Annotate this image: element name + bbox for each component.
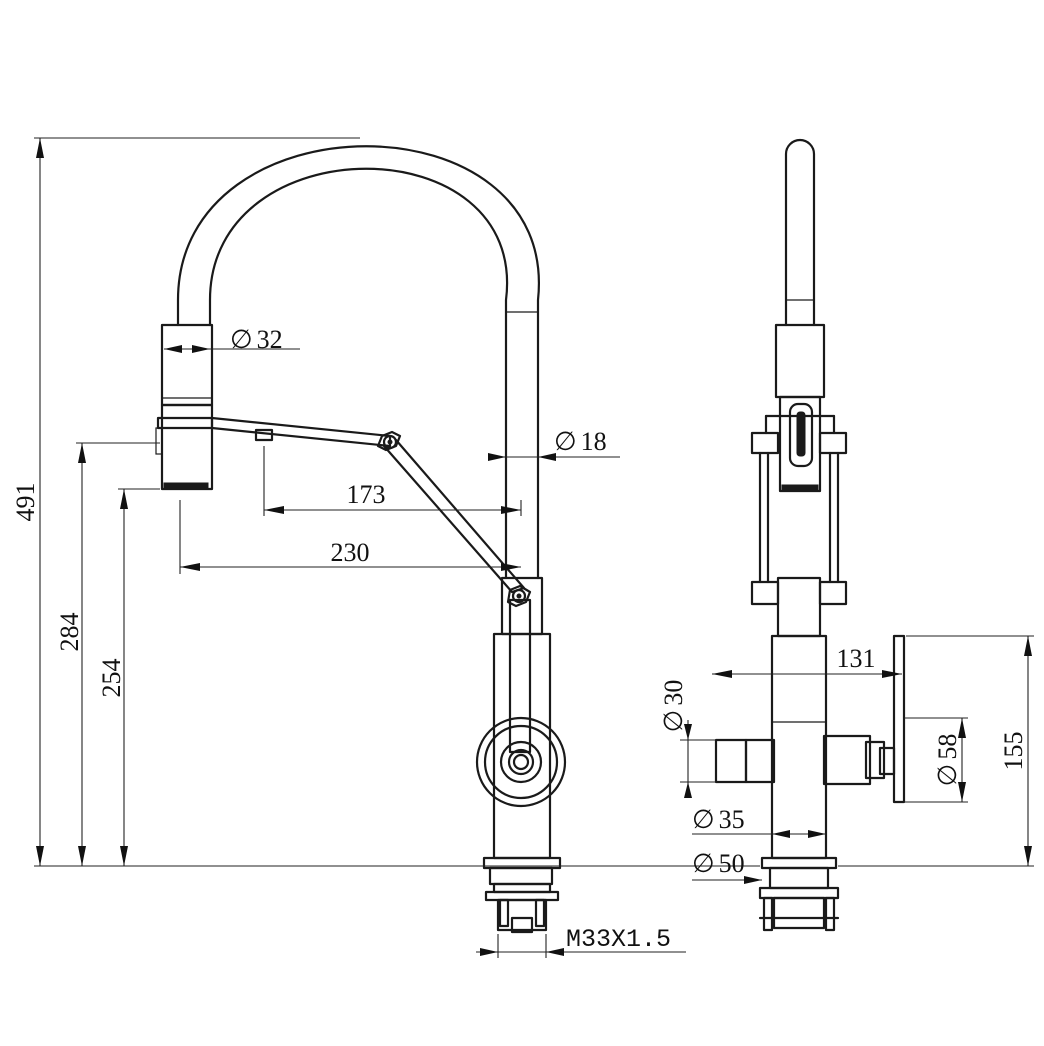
side-stud-right: [824, 896, 836, 932]
mounting-stud-left: [498, 898, 510, 928]
dim-body-height: 155: [999, 732, 1028, 771]
spout-outer: [176, 145, 540, 580]
handle-disc-outer: [475, 716, 567, 808]
mounting-stud-right: [534, 898, 546, 928]
side-spray-head: [774, 323, 826, 399]
dim-handle-reach: 131: [837, 644, 876, 673]
side-collar: [776, 576, 822, 638]
dim-body-diameter: ∅35: [692, 805, 745, 834]
side-spout-tube: [784, 138, 816, 327]
side-fixing-washer: [758, 886, 840, 900]
dim-lever-diameter: ∅58: [933, 734, 962, 787]
dim-arm-reach-230: 230: [331, 538, 370, 567]
front-dimensions: 491 284 254 ∅32 ∅18 173: [11, 137, 760, 958]
dim-total-height: 491: [11, 483, 40, 522]
side-bracket-top-left: [750, 431, 780, 455]
handle-hub: [507, 748, 535, 776]
dim-thread: M33X1.5: [566, 925, 671, 954]
side-spray-button: [788, 402, 814, 468]
side-bracket-rod-left: [758, 451, 770, 584]
support-arm-upper: [210, 416, 392, 448]
side-bracket-top-right: [818, 431, 848, 455]
dim-neck-diameter: ∅18: [554, 427, 607, 456]
side-body: [770, 634, 828, 860]
spray-head: [160, 323, 214, 407]
handle-disc-mid: [483, 724, 559, 800]
spray-outlet: [163, 482, 209, 490]
spout-inner: [208, 167, 509, 580]
dim-spray-diameter: ∅32: [230, 325, 283, 354]
dim-height-254: 254: [97, 659, 126, 698]
side-spray-slot: [796, 411, 806, 457]
side-dimensions: 131 ∅30 ∅58 155 ∅35: [659, 635, 1034, 884]
dim-arm-reach-173: 173: [347, 480, 386, 509]
side-bracket-bottom-right: [818, 580, 848, 606]
base-nut: [488, 866, 554, 886]
lever-shaft: [508, 598, 532, 754]
side-view: [714, 138, 906, 932]
side-base-nut: [768, 866, 830, 890]
side-inlet-knurl: [714, 738, 748, 784]
thread-body: [496, 898, 548, 932]
side-inlet-stem: [744, 738, 776, 784]
thread-shank: [492, 882, 552, 894]
holder-bracket: [156, 416, 214, 430]
arm-joint-upper: [376, 430, 402, 452]
arm-joint-lower: [506, 584, 532, 608]
handle-disc-inner: [499, 740, 543, 784]
side-bracket-bottom-left: [750, 580, 780, 606]
holder-clip: [254, 428, 274, 442]
handle-hub-core: [512, 753, 530, 771]
dim-base-diameter: ∅50: [692, 849, 745, 878]
fixing-washer: [484, 890, 560, 902]
dim-side-inlet-diameter: ∅30: [659, 680, 688, 733]
side-lever-hub: [864, 740, 886, 780]
side-lever-plate: [892, 634, 906, 804]
thread-tip: [510, 916, 534, 934]
side-lever-nut: [878, 746, 896, 776]
faucet-body: [492, 632, 552, 860]
side-base-flange: [760, 856, 838, 870]
dim-height-284: 284: [55, 613, 84, 652]
side-stud-left: [762, 896, 774, 932]
side-lever-stem: [822, 734, 872, 786]
side-spray-outlet: [781, 484, 819, 492]
side-thread-body: [772, 896, 826, 930]
side-bracket-rod-right: [828, 451, 840, 584]
front-view: [155, 145, 567, 934]
